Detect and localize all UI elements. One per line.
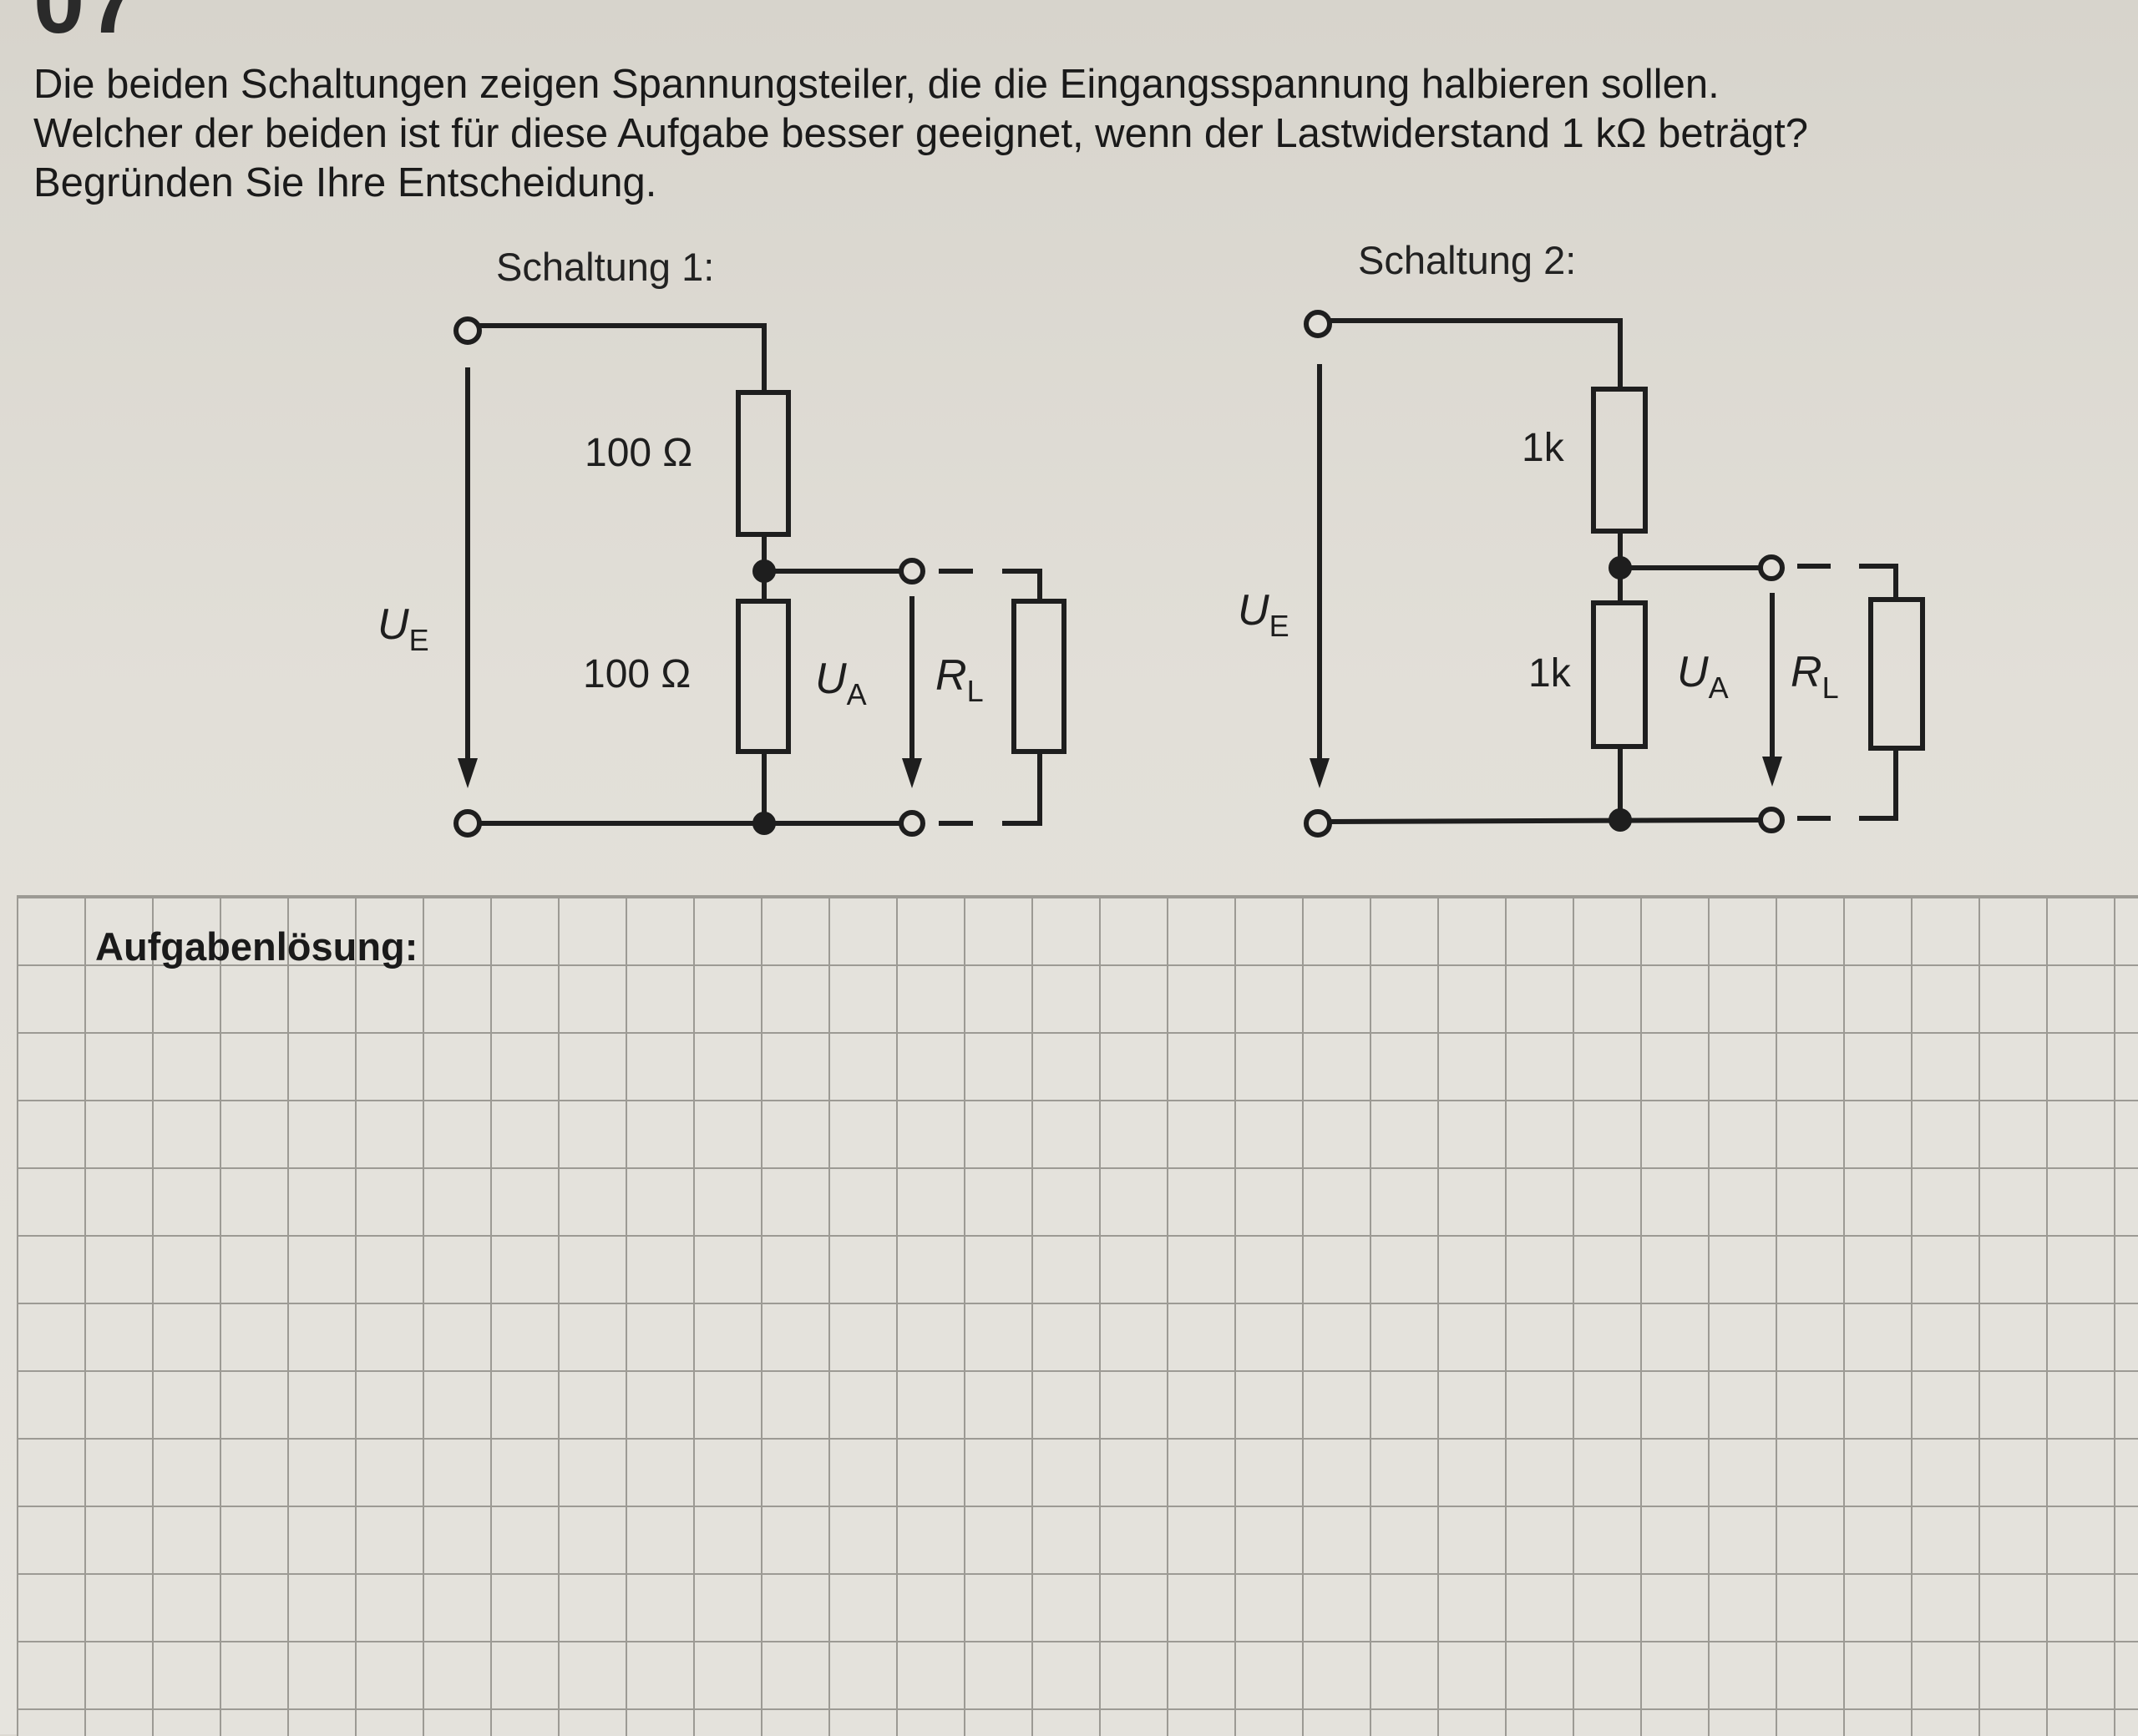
c2-bottom-wire xyxy=(1329,817,1761,824)
c2-input-terminal-bottom xyxy=(1304,809,1332,838)
c1-load-label: RL xyxy=(935,651,984,708)
circuit-1-title: Schaltung 1: xyxy=(496,245,715,289)
c2-load-wire-top xyxy=(1797,564,1898,600)
c2-load-label: RL xyxy=(1791,648,1839,705)
c2-resistor-bottom xyxy=(1591,600,1648,749)
c2-input-voltage-arrowhead xyxy=(1310,758,1330,788)
question-line-1: Die beiden Schaltungen zeigen Spannungst… xyxy=(33,62,1720,107)
c2-input-voltage-label: UE xyxy=(1238,586,1289,643)
c2-load-wire-bottom xyxy=(1797,748,1898,821)
circuit-diagrams: 100 Ω 100 Ω UE UA RL 1k xyxy=(377,310,1925,838)
c2-output-voltage-arrowhead xyxy=(1762,757,1782,787)
c1-input-terminal-top xyxy=(453,316,482,345)
circuit-1 xyxy=(453,316,1066,838)
c2-resistor-top xyxy=(1591,387,1648,534)
circuit-2-title: Schaltung 2: xyxy=(1358,238,1577,282)
c2-input-terminal-top xyxy=(1304,310,1332,338)
c2-top-wire xyxy=(1330,318,1623,389)
c1-output-voltage-arrowhead xyxy=(902,758,922,788)
question-line-2: Welcher der beiden ist für diese Aufgabe… xyxy=(33,111,1808,156)
solution-grid-area[interactable] xyxy=(17,895,2138,1736)
c2-load-resistor xyxy=(1868,597,1925,751)
task-number: 07 xyxy=(33,0,143,53)
c1-input-voltage-arrowhead xyxy=(458,758,478,788)
c2-resistor-bottom-label: 1k xyxy=(1528,651,1572,696)
question-line-3: Begründen Sie Ihre Entscheidung. xyxy=(33,160,657,205)
c1-output-terminal-top xyxy=(899,558,925,585)
c1-output-terminal-bottom xyxy=(899,810,925,837)
c2-output-voltage-label: UA xyxy=(1677,648,1729,705)
circuit-2 xyxy=(1304,310,1925,838)
c1-input-voltage-label: UE xyxy=(377,600,429,657)
c1-load-wire-bottom xyxy=(939,752,1042,826)
c1-top-wire xyxy=(479,323,767,392)
c2-resistor-top-label: 1k xyxy=(1522,426,1565,470)
c1-load-resistor xyxy=(1011,599,1066,754)
c2-output-terminal-bottom xyxy=(1758,807,1785,833)
c1-resistor-top xyxy=(736,390,791,537)
c1-output-voltage-label: UA xyxy=(815,655,867,711)
solution-label: Aufgabenlösung: xyxy=(95,924,418,969)
c1-input-terminal-bottom xyxy=(453,809,482,838)
c1-resistor-bottom-label: 100 Ω xyxy=(583,652,691,696)
c1-load-wire-top xyxy=(939,569,1042,601)
c1-resistor-bottom xyxy=(736,599,791,754)
c1-resistor-top-label: 100 Ω xyxy=(585,431,692,475)
c2-output-terminal-top xyxy=(1758,554,1785,581)
question-text: Die beiden Schaltungen zeigen Spannungst… xyxy=(33,60,2038,208)
